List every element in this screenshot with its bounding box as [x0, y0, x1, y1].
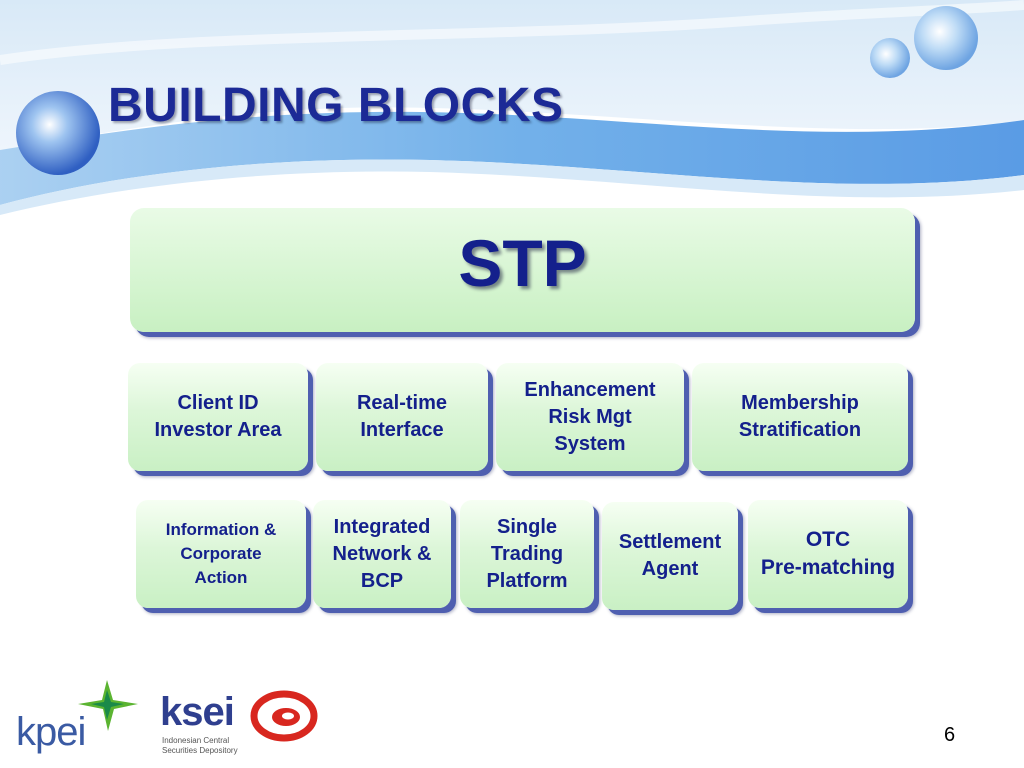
- block-settlement-agent: Settlement Agent: [602, 502, 738, 610]
- block-single-trading-platform-label: Single Trading Platform: [486, 515, 568, 592]
- block-integrated-network: Integrated Network & BCP: [313, 500, 451, 608]
- block-otc-prematching: OTC Pre-matching: [748, 500, 908, 608]
- block-client-id: Client ID Investor Area: [128, 363, 308, 471]
- block-membership: Membership Stratification: [692, 363, 908, 471]
- block-integrated-network-label: Integrated Network & BCP: [332, 515, 432, 592]
- kpei-logo-text: kpei: [16, 710, 86, 754]
- page-number: 6: [944, 724, 956, 746]
- kpei-logo: kpei: [12, 678, 142, 762]
- ksei-tagline: Indonesian Central Securities Depository: [162, 736, 238, 755]
- orb-right-small: [870, 38, 910, 78]
- block-otc-prematching-label: OTC Pre-matching: [760, 528, 896, 579]
- block-settlement-agent-label: Settlement Agent: [618, 531, 722, 580]
- block-information-corporate-action-label: Information & Corporate Action: [165, 520, 277, 587]
- stp-block: STP: [130, 208, 915, 332]
- slide-title: BUILDING BLOCKS: [108, 79, 564, 132]
- block-real-time-interface-label: Real-time Interface: [356, 392, 448, 441]
- block-client-id-label: Client ID Investor Area: [154, 392, 282, 441]
- block-membership-label: Membership Stratification: [738, 392, 862, 441]
- kpei-star-icon: [78, 680, 138, 731]
- header-wave-background: [0, 0, 1024, 215]
- orb-right-large: [914, 6, 978, 70]
- block-real-time-interface: Real-time Interface: [316, 363, 488, 471]
- block-enhancement-risk: Enhancement Risk Mgt System: [496, 363, 684, 471]
- ksei-logo: ksei Indonesian Central Securities Depos…: [158, 690, 328, 762]
- orb-left: [16, 91, 100, 175]
- ksei-swirl-icon: [250, 690, 318, 742]
- stp-label: STP: [458, 226, 587, 300]
- block-enhancement-risk-label: Enhancement Risk Mgt System: [524, 378, 656, 455]
- ksei-logo-text: ksei: [160, 690, 235, 734]
- block-information-corporate-action: Information & Corporate Action: [136, 500, 306, 608]
- block-single-trading-platform: Single Trading Platform: [460, 500, 594, 608]
